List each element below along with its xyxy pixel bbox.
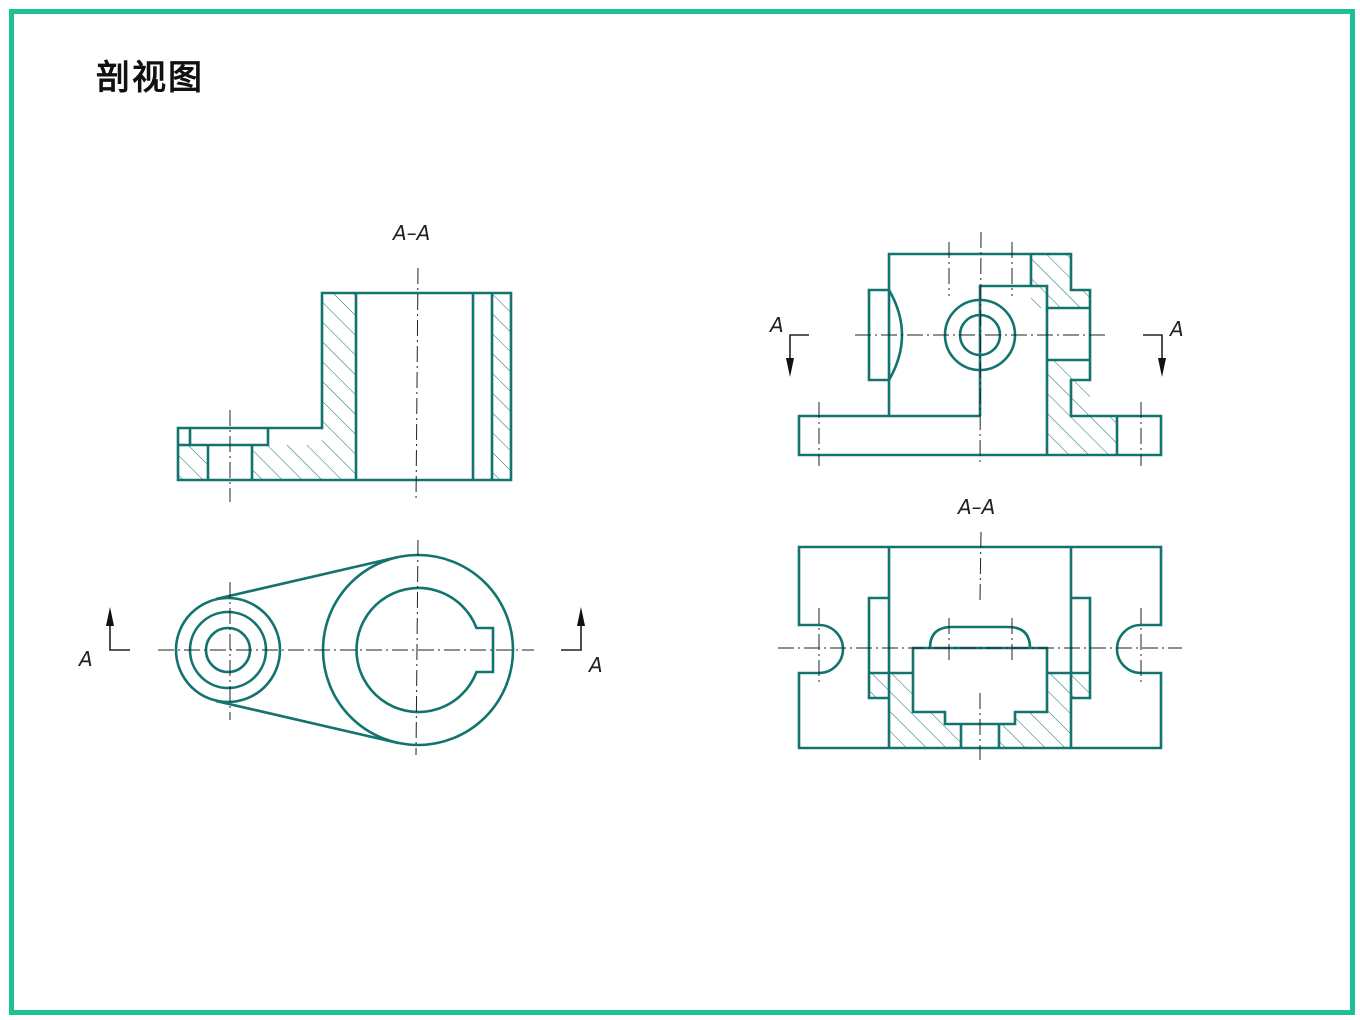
cut-plane-arrow-left bbox=[786, 334, 809, 377]
right-section-view: A–A bbox=[778, 495, 1182, 760]
right-section-label: A–A bbox=[956, 495, 995, 519]
cut-label-left: A bbox=[768, 313, 784, 337]
tangent-line-top bbox=[215, 555, 399, 601]
left-section-label: A–A bbox=[391, 221, 430, 245]
part-outline bbox=[176, 291, 513, 482]
hatch-area bbox=[492, 293, 511, 480]
hatch-area bbox=[1031, 254, 1090, 308]
left-top-view: A A bbox=[77, 539, 603, 756]
cut-label-left: A bbox=[77, 647, 93, 671]
keyway-bore bbox=[355, 586, 495, 714]
cut-label-right: A bbox=[1168, 317, 1184, 341]
cut-plane-arrow-right bbox=[561, 607, 585, 651]
counterbore bbox=[188, 428, 270, 447]
slot-arc bbox=[928, 625, 1032, 649]
hatch-area bbox=[1015, 673, 1090, 748]
hatch-area bbox=[869, 673, 945, 748]
part-outline bbox=[797, 545, 1163, 750]
boss-circle bbox=[174, 596, 282, 704]
hatch-area bbox=[999, 724, 1015, 748]
hatch-area bbox=[945, 724, 961, 748]
page-title: 剖视图 bbox=[96, 58, 204, 98]
tangent-line-bottom bbox=[215, 699, 399, 745]
hatch-area bbox=[1047, 360, 1117, 455]
cut-label-right: A bbox=[587, 653, 603, 677]
hatch-area bbox=[178, 445, 208, 480]
part-outline bbox=[797, 252, 1163, 457]
page-frame bbox=[9, 9, 1355, 1015]
hatch-area bbox=[252, 293, 356, 480]
right-front-view: A A bbox=[768, 231, 1184, 467]
left-section-view: A–A bbox=[176, 221, 513, 503]
cut-plane-arrow-right bbox=[1143, 334, 1166, 377]
cut-plane-arrow-left bbox=[106, 607, 130, 651]
